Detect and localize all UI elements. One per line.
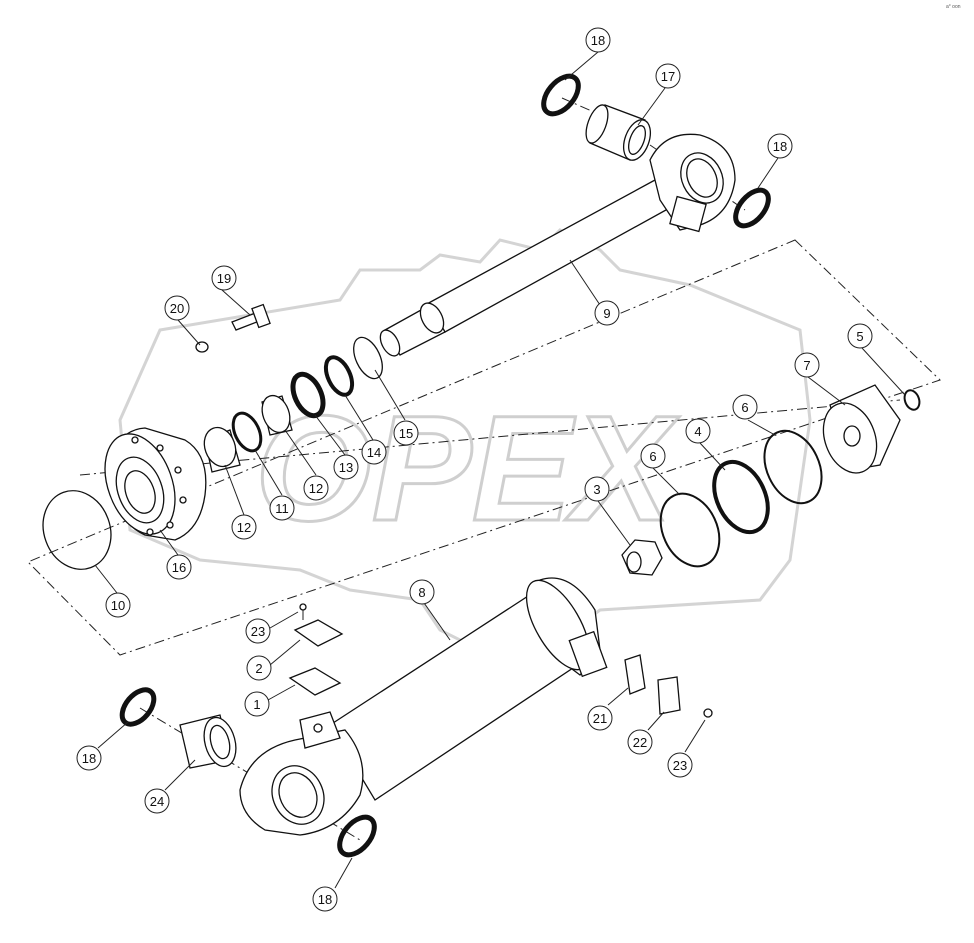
callout-12-right: 12: [303, 475, 329, 501]
svg-text:20: 20: [170, 301, 184, 316]
plate-22: [657, 676, 681, 715]
callout-6-right: 6: [732, 394, 758, 420]
svg-text:22: 22: [633, 735, 647, 750]
ring-15: [353, 336, 383, 380]
callout-19: 19: [211, 265, 237, 291]
plate-21: [624, 654, 646, 695]
piston-rod: [379, 133, 736, 357]
svg-text:6: 6: [741, 400, 748, 415]
ring-6-left: [659, 492, 721, 568]
svg-text:18: 18: [82, 751, 96, 766]
bushing-12-left: [203, 426, 241, 473]
callout-1: 1: [244, 691, 270, 717]
svg-text:8: 8: [418, 585, 425, 600]
ring-18-top: [541, 73, 581, 117]
ring-18-bottom: [337, 814, 377, 858]
bolt-19: [231, 303, 271, 331]
callout-10: 10: [105, 592, 131, 618]
svg-text:18: 18: [318, 892, 332, 907]
ring-18-lower-left: [119, 687, 157, 727]
callout-leaders: [94, 51, 906, 889]
callout-17: 17: [655, 63, 681, 89]
callout-13: 13: [333, 454, 359, 480]
callout-11: 11: [269, 495, 295, 521]
svg-text:16: 16: [172, 560, 186, 575]
callout-15: 15: [393, 420, 419, 446]
washer-20: [195, 341, 209, 353]
opex-watermark: OPEX: [118, 228, 812, 652]
callout-4: 4: [685, 418, 711, 444]
svg-text:11: 11: [275, 501, 289, 516]
svg-text:12: 12: [309, 481, 323, 496]
callout-22: 22: [627, 729, 653, 755]
watermark-text: OPEX: [255, 384, 680, 552]
svg-text:7: 7: [803, 358, 810, 373]
bushing-12-right: [261, 394, 293, 436]
ring-13: [290, 371, 326, 419]
ring-18-right: [733, 187, 771, 229]
bushing-24: [179, 714, 237, 769]
ring-4: [712, 459, 770, 535]
svg-text:10: 10: [111, 598, 125, 613]
svg-text:2: 2: [255, 661, 262, 676]
nut-3: [621, 539, 663, 576]
svg-text:3: 3: [593, 482, 600, 497]
plate-1: [288, 667, 342, 696]
callout-23-left: 23: [245, 618, 271, 644]
screw-23-right: [703, 708, 713, 718]
callout-labels: 18 17 18 19 20 9 5 7 6 4 6 3 15 14 13 12…: [76, 27, 873, 912]
callout-18-bottom: 18: [312, 886, 338, 912]
callout-20: 20: [164, 295, 190, 321]
callout-8: 8: [409, 579, 435, 605]
callout-5: 5: [847, 323, 873, 349]
corner-mark: a° oon: [946, 4, 961, 10]
callout-18-right: 18: [767, 133, 793, 159]
callout-3: 3: [584, 476, 610, 502]
svg-text:6: 6: [649, 449, 656, 464]
svg-text:24: 24: [150, 794, 164, 809]
svg-text:9: 9: [603, 306, 610, 321]
callout-21: 21: [587, 705, 613, 731]
callout-12-left: 12: [231, 514, 257, 540]
callout-14: 14: [361, 439, 387, 465]
callout-2: 2: [246, 655, 272, 681]
cylinder-tube: [239, 577, 608, 836]
svg-text:23: 23: [673, 758, 687, 773]
piston-7: [822, 384, 901, 474]
svg-text:14: 14: [367, 445, 381, 460]
o-ring-10: [42, 490, 112, 570]
callout-23-right: 23: [667, 752, 693, 778]
callout-24: 24: [144, 788, 170, 814]
ring-14: [323, 355, 355, 397]
svg-text:23: 23: [251, 624, 265, 639]
svg-text:18: 18: [591, 33, 605, 48]
svg-text:13: 13: [339, 460, 353, 475]
ring-6-right: [763, 429, 823, 505]
bushing-17: [585, 104, 652, 161]
plate-2: [293, 619, 344, 647]
svg-text:1: 1: [253, 697, 260, 712]
callout-6-left: 6: [640, 443, 666, 469]
svg-text:18: 18: [773, 139, 787, 154]
svg-text:15: 15: [399, 426, 413, 441]
svg-text:17: 17: [661, 69, 675, 84]
svg-text:21: 21: [593, 711, 607, 726]
svg-text:4: 4: [694, 424, 701, 439]
gland-16: [104, 427, 207, 541]
svg-text:12: 12: [237, 520, 251, 535]
callout-7: 7: [794, 352, 820, 378]
callout-18-top: 18: [585, 27, 611, 53]
callout-16: 16: [166, 554, 192, 580]
screw-23-left: [299, 603, 307, 620]
callout-9: 9: [594, 300, 620, 326]
callout-18-lower-left: 18: [76, 745, 102, 771]
svg-text:19: 19: [217, 271, 231, 286]
ring-5: [903, 389, 921, 411]
svg-text:5: 5: [856, 329, 863, 344]
